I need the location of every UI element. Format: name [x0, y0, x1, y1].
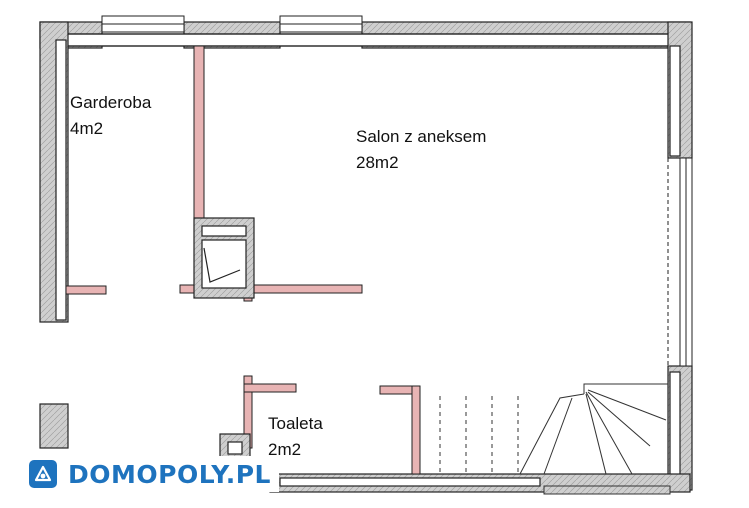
left-wall-lower — [39, 403, 69, 449]
room-name: Salon z aneksem — [356, 127, 487, 146]
room-label-toaleta: Toaleta 2m2 — [268, 411, 323, 463]
partition-salon-bottom — [179, 284, 363, 294]
room-area: 28m2 — [356, 153, 399, 172]
room-area: 2m2 — [268, 440, 302, 459]
chimney — [193, 217, 255, 461]
house-pin-icon — [29, 460, 57, 488]
left-wall-upper-core — [55, 39, 67, 321]
partition-garderoba-vertical — [193, 45, 205, 221]
right-wall-lower-core — [669, 371, 681, 483]
partition-stair-vertical — [411, 385, 421, 475]
room-area: 4m2 — [70, 119, 104, 138]
exterior-walls — [39, 21, 693, 493]
partition-toaleta-top — [243, 383, 297, 393]
staircase — [439, 383, 671, 495]
chimney-inner — [201, 239, 247, 289]
right-wall-upper-core — [669, 45, 681, 157]
bottom-wall-core — [279, 477, 541, 487]
partitions — [65, 45, 421, 475]
partition-garderoba-bottom — [65, 285, 107, 295]
fireplace-door — [203, 247, 241, 283]
room-label-garderoba: Garderoba 4m2 — [70, 90, 151, 142]
windows — [101, 15, 693, 367]
room-name: Toaleta — [268, 414, 323, 433]
watermark-logo: DOMOPOLY.PL — [28, 456, 279, 492]
chimney-top-slot — [201, 225, 247, 237]
room-name: Garderoba — [70, 93, 152, 112]
room-label-salon: Salon z aneksem 28m2 — [356, 124, 486, 176]
top-wall-inner-band — [57, 33, 681, 47]
brand-name: DOMOPOLY.PL — [68, 459, 271, 489]
